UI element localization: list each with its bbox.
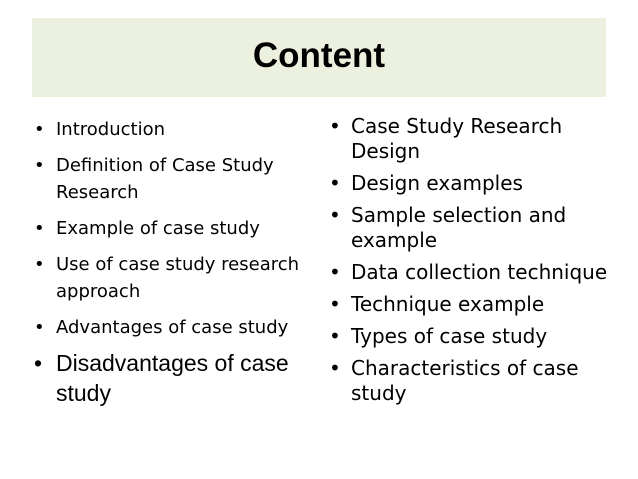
bullet-icon: • xyxy=(329,203,341,227)
list-item: • Disadvantages of case study xyxy=(34,348,304,408)
bullet-icon: • xyxy=(329,171,341,195)
right-bullet-list: • Case Study Research Design • Design ex… xyxy=(329,114,629,413)
title-band: Content xyxy=(32,18,606,97)
bullet-icon: • xyxy=(34,218,45,239)
list-item: • Advantages of case study xyxy=(34,314,304,341)
list-item-text: Case Study Research Design xyxy=(351,114,563,163)
list-item: • Technique example xyxy=(329,292,629,317)
list-item-text: Sample selection and example xyxy=(351,203,567,252)
list-item: • Data collection technique xyxy=(329,260,629,285)
list-item-text: Definition of Case Study Research xyxy=(56,155,274,203)
list-item-text: Characteristics of case study xyxy=(351,356,579,405)
list-item: • Introduction xyxy=(34,116,304,143)
list-item-text: Data collection technique xyxy=(351,260,608,284)
bullet-icon: • xyxy=(329,324,341,348)
list-item: • Definition of Case Study Research xyxy=(34,152,304,206)
bullet-icon: • xyxy=(329,114,341,138)
bullet-icon: • xyxy=(34,155,45,176)
list-item: • Case Study Research Design xyxy=(329,114,629,164)
list-item-text: Design examples xyxy=(351,171,523,195)
left-bullet-list: • Introduction • Definition of Case Stud… xyxy=(34,116,304,417)
list-item-text: Technique example xyxy=(351,292,545,316)
slide-title: Content xyxy=(252,36,386,75)
list-item: • Types of case study xyxy=(329,324,629,349)
list-item-text: Types of case study xyxy=(351,324,548,348)
list-item-text: Introduction xyxy=(56,119,166,140)
list-item-text: Use of case study research approach xyxy=(56,254,300,302)
list-item-text: Disadvantages of case study xyxy=(56,350,289,406)
bullet-icon: • xyxy=(34,119,45,140)
list-item: • Sample selection and example xyxy=(329,203,629,253)
bullet-icon: • xyxy=(329,260,341,284)
bullet-icon: • xyxy=(329,356,341,380)
list-item-text: Advantages of case study xyxy=(56,317,289,338)
list-item-text: Example of case study xyxy=(56,218,260,239)
list-item: • Example of case study xyxy=(34,215,304,242)
bullet-icon: • xyxy=(34,317,45,338)
list-item: • Use of case study research approach xyxy=(34,251,304,305)
list-item: • Characteristics of case study xyxy=(329,356,629,406)
bullet-icon: • xyxy=(34,254,45,275)
bullet-icon: • xyxy=(34,350,43,376)
list-item: • Design examples xyxy=(329,171,629,196)
bullet-icon: • xyxy=(329,292,341,316)
